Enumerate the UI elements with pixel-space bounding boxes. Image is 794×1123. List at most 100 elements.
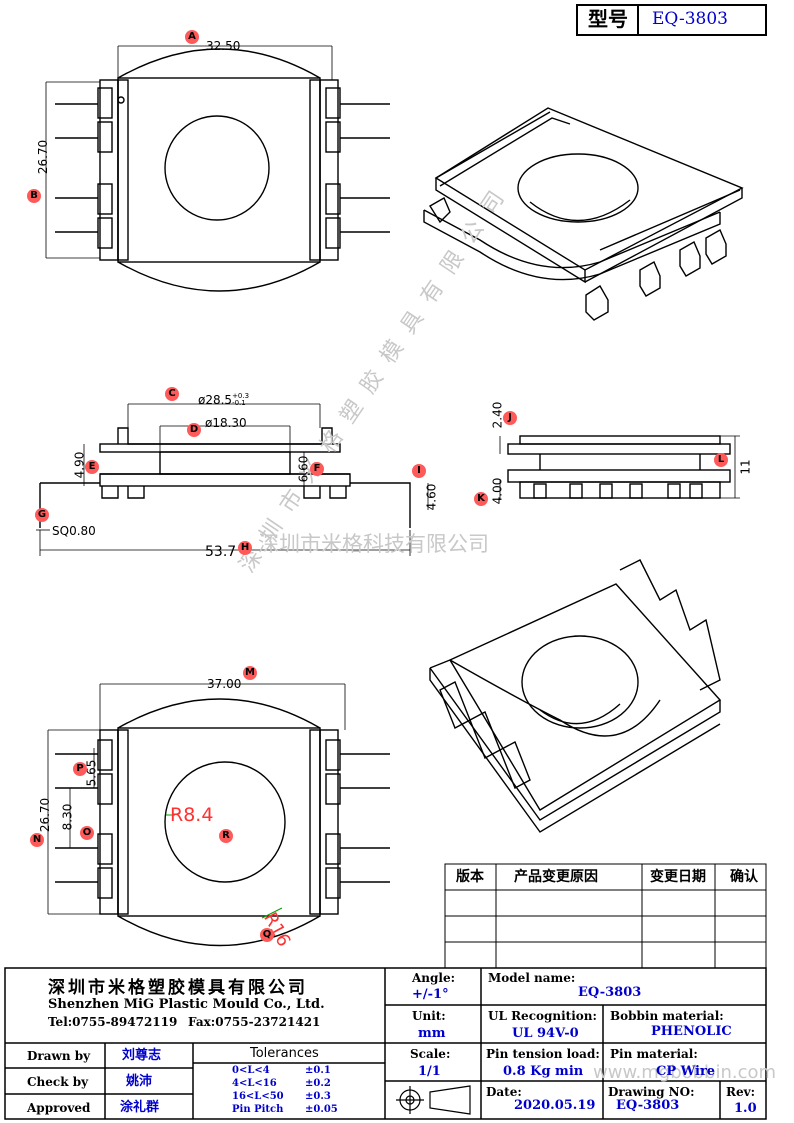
dim-c-tol-up: +0.3 [232,392,250,400]
model-name-value: EQ-3803 [578,985,642,1000]
check-by-label: Check by [27,1075,89,1089]
dim-c: ø28.5+0.3-0.1 [198,393,249,408]
projection-symbol [396,1085,471,1115]
bubble-o: O [80,826,94,840]
bubble-e: E [85,460,99,474]
model-name-label: Model name: [488,971,576,985]
bubble-i: I [412,464,426,478]
pin-tension-value: 0.8 Kg min [503,1064,584,1079]
unit-label: Unit: [412,1009,446,1023]
top-view [55,48,390,292]
header-model: EQ-3803 [652,9,728,29]
bubble-f: F [310,462,324,476]
watermark-company: 深圳市米格科技有限公司 [258,532,489,556]
scale-label: Scale: [410,1047,451,1061]
angle-label: Angle: [412,971,456,985]
watermark-url: www.mgbobbin.com [593,1062,777,1083]
approved-value: 涂礼群 [120,1100,160,1115]
dim-l: 11 [738,459,753,475]
angle-value: +/-1° [412,987,449,1002]
bubble-d: D [187,423,201,437]
bobbin-material-value: PHENOLIC [651,1024,732,1039]
dim-f: 6.60 [296,455,311,483]
tolerance-value-2: ±0.2 [305,1078,331,1089]
bubble-k: K [474,492,488,506]
side-view-dims [36,403,429,556]
tolerance-value-4: ±0.05 [305,1104,338,1115]
rev-label: Rev: [726,1085,756,1099]
rev-header-reason: 产品变更原因 [514,869,598,885]
tolerance-value-3: ±0.3 [305,1091,331,1102]
dim-p: 5.65 [84,759,99,787]
drawing-no-label: Drawing NO: [608,1085,695,1099]
ul-label: UL Recognition: [488,1009,597,1023]
tolerances-label: Tolerances [250,1046,319,1061]
company-fax: Fax:0755-23721421 [188,1015,321,1029]
unit-value: mm [418,1026,446,1041]
rev-header-confirm: 确认 [730,869,758,885]
pin-material-label: Pin material: [610,1047,698,1061]
dim-k: 4.00 [490,477,505,505]
iso-view-1 [423,107,744,321]
tolerance-range-1: 0<L<4 [232,1065,270,1076]
bubble-q: Q [260,928,274,942]
bubble-p: P [73,762,87,776]
dim-a: 32.50 [206,39,241,53]
bottom-view [55,698,390,947]
header-box [576,4,767,36]
pin-tension-label: Pin tension load: [486,1047,600,1061]
type-label: 型号 [588,7,628,31]
tolerance-range-3: 16<L<50 [232,1091,284,1102]
dim-c-tol-down: -0.1 [232,399,246,407]
approved-label: Approved [27,1101,91,1115]
revision-table-lines [444,863,767,969]
bobbin-material-label: Bobbin material: [610,1009,724,1023]
rev-header-version: 版本 [456,869,484,885]
bubble-g: G [35,508,49,522]
drawn-by-label: Drawn by [27,1049,91,1063]
iso-view-2 [429,559,722,833]
dim-g: SQ0.80 [52,524,96,538]
date-value: 2020.05.19 [514,1098,596,1113]
tolerance-value-1: ±0.1 [305,1065,331,1076]
bubble-c: C [165,387,179,401]
bottom-view-dims [47,683,346,915]
bubble-a: A [185,30,199,44]
r16-leader [261,907,283,919]
end-view [507,435,731,499]
side-view [39,427,411,528]
bubble-m: M [243,666,257,680]
dim-i: 4.60 [424,483,439,511]
dim-h: 53.7 [205,544,237,560]
dim-b: 26.70 [36,139,51,175]
drawing-no-value: EQ-3803 [616,1098,680,1113]
bubble-l: L [714,453,728,467]
drawn-by-value: 刘尊志 [122,1048,162,1063]
dim-d: ø18.30 [205,416,247,430]
bubble-n: N [30,833,44,847]
bubble-b: B [27,189,41,203]
dim-n: 26.70 [38,797,53,833]
dim-c-main: ø28.5 [198,393,233,407]
bubble-j: J [503,411,517,425]
dim-r: R8.4 [170,804,214,826]
pin-material-value: CP Wire [656,1064,716,1079]
dim-o: 8.30 [60,803,75,831]
top-view-dims [45,45,333,259]
end-view-dims [499,435,740,500]
check-by-value: 姚沛 [126,1074,153,1089]
bubble-r: R [219,829,233,843]
tolerance-range-2: 4<L<16 [232,1078,277,1089]
rev-value: 1.0 [734,1101,757,1116]
company-name-cn: 深圳市米格塑胶模具有限公司 [48,978,308,998]
company-tel: Tel:0755-89472119 [48,1015,178,1029]
rev-header-date: 变更日期 [650,869,706,885]
bubble-h: H [238,541,252,555]
scale-value: 1/1 [418,1064,441,1079]
date-label: Date: [486,1085,522,1099]
dim-j: 2.40 [490,401,505,429]
dim-c-tolerance: +0.3-0.1 [232,393,249,407]
title-block-lines [4,967,767,1120]
company-name-en: Shenzhen MiG Plastic Mould Co., Ltd. [48,997,325,1012]
